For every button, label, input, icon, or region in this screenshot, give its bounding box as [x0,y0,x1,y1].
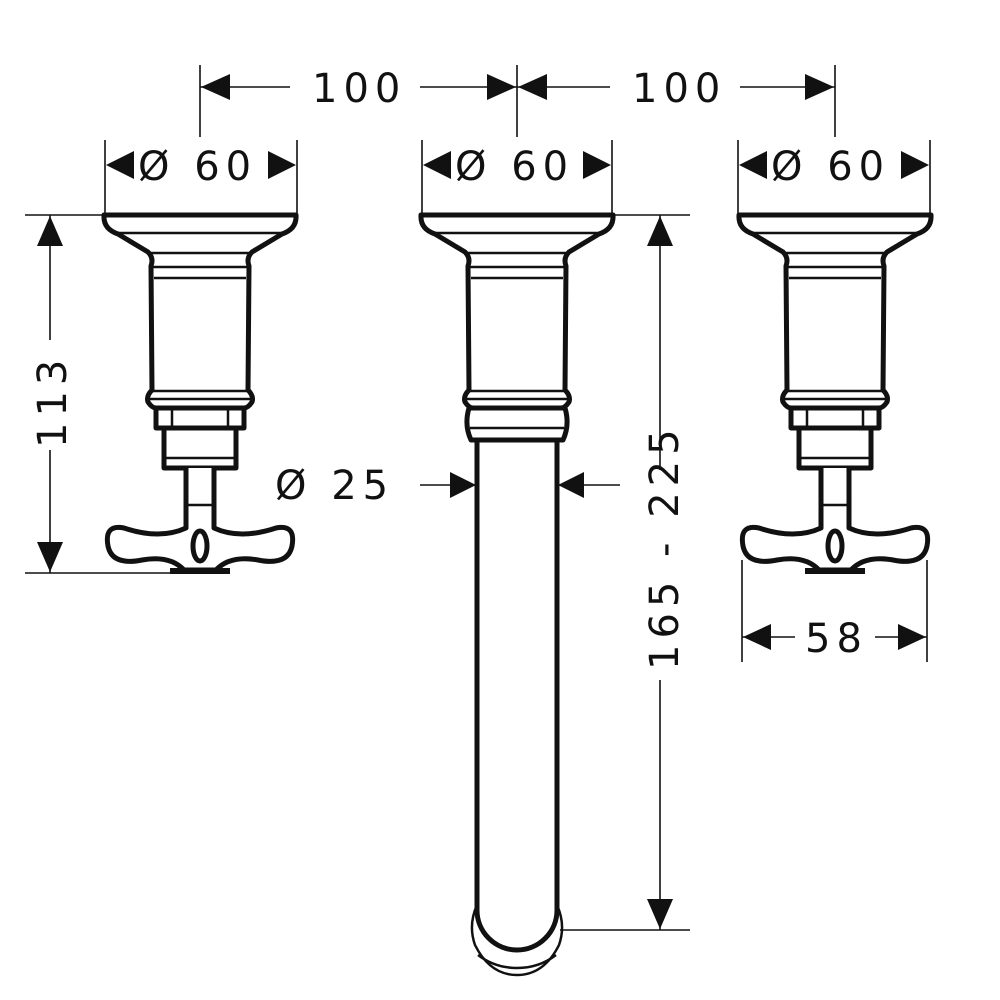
dimension-handle-width: 58 [741,560,928,662]
spacing-left-label: 100 [312,66,406,112]
spout-diameter-label: Ø 25 [275,463,394,509]
dimension-flange-diameters: Ø 60 Ø 60 Ø 60 [104,140,931,213]
dimension-spout-diameter: Ø 25 [275,463,620,509]
flange-right-label: Ø 60 [771,144,890,190]
valve-height-label: 113 [30,354,76,448]
spout-length-label: 165 - 225 [642,423,688,670]
spout [421,215,613,977]
dimension-spacing: 100 100 [199,65,836,137]
flange-center-label: Ø 60 [455,144,574,190]
right-valve [739,215,931,571]
left-valve [104,215,296,571]
dimension-spout-length: 165 - 225 [560,214,690,931]
flange-left-label: Ø 60 [138,144,257,190]
spacing-right-label: 100 [632,66,726,112]
handle-width-label: 58 [805,616,868,662]
dimension-valve-height: 113 [25,214,170,574]
